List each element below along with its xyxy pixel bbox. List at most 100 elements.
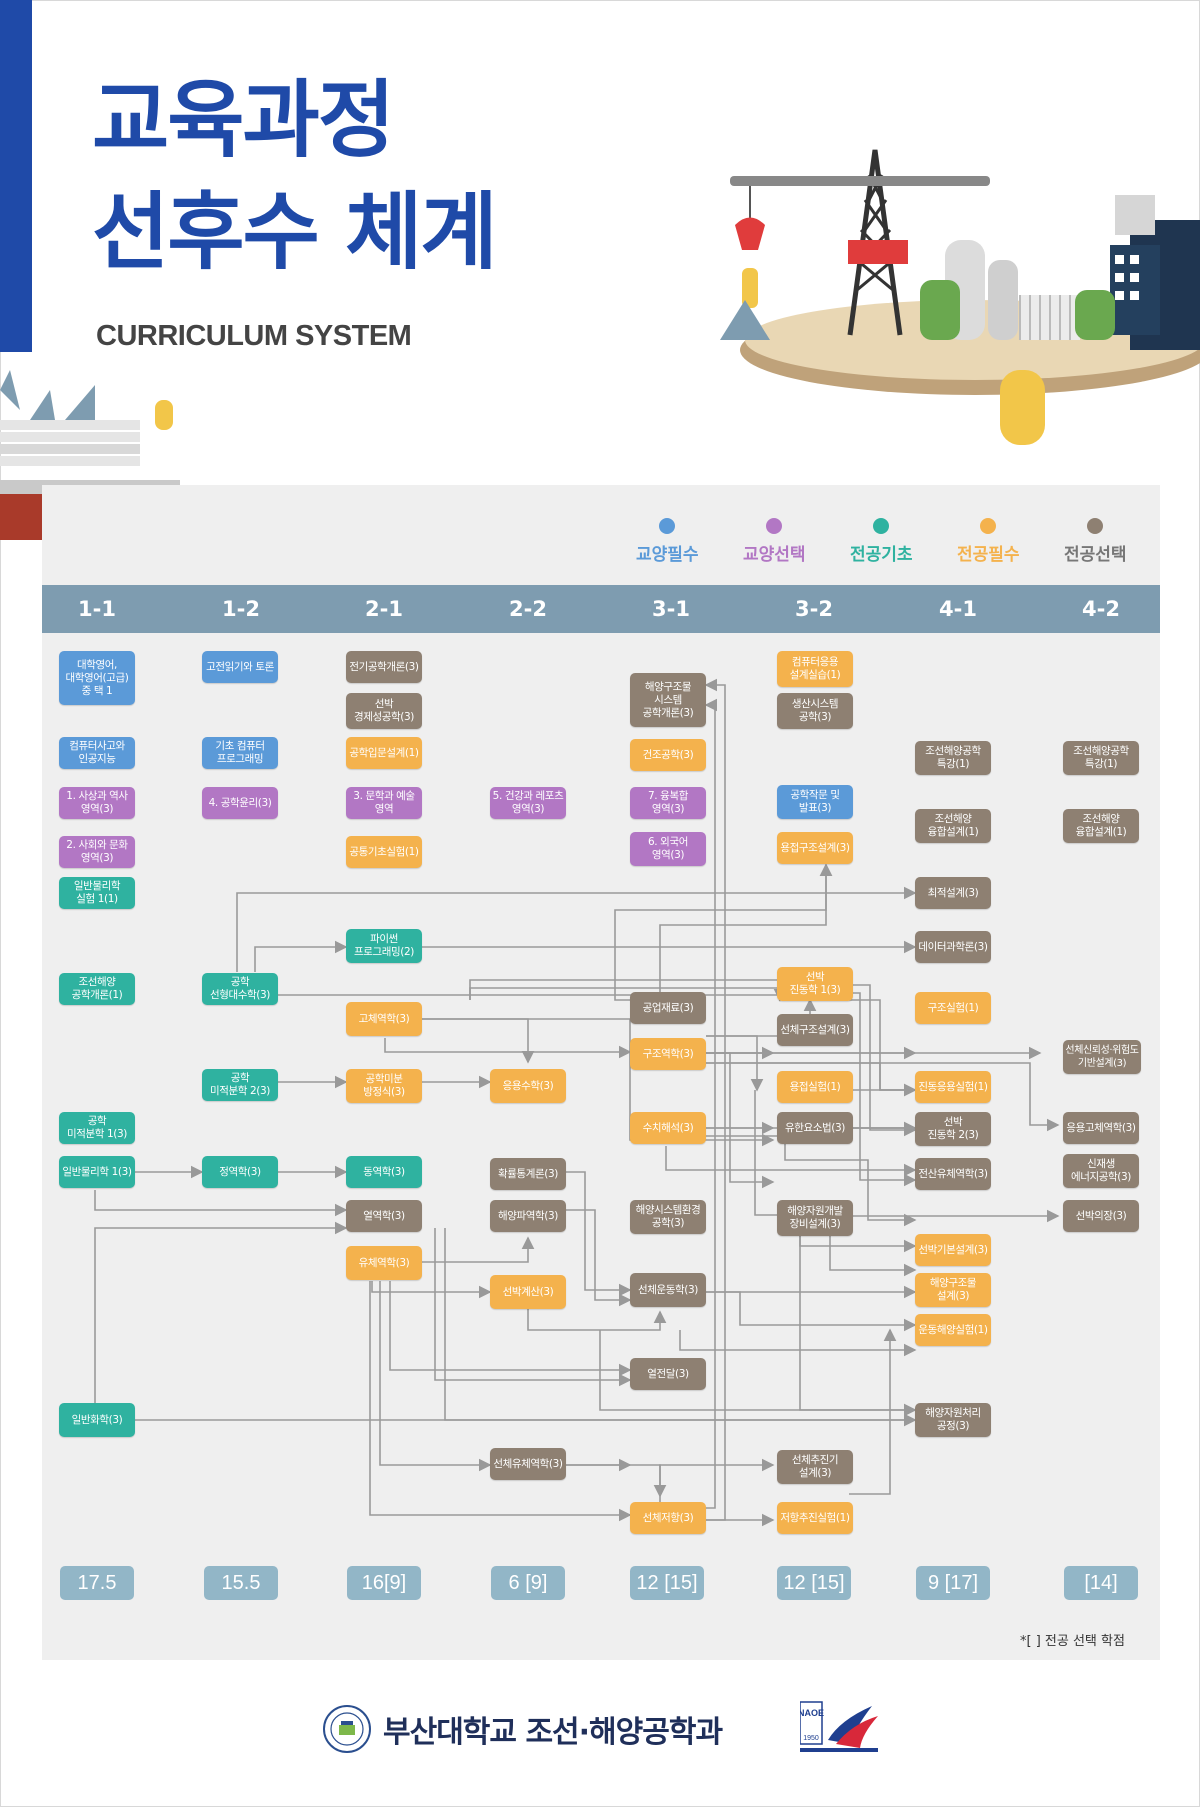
semester-label-1-2: 1-2 — [222, 597, 260, 621]
naoe-logo-icon: NAOE 1950 — [800, 1701, 878, 1752]
course-node: 데이터과학론(3) — [915, 931, 991, 963]
legend-dot-icon — [873, 518, 890, 534]
course-node: 정역학(3) — [202, 1156, 278, 1188]
semester-label-2-2: 2-2 — [509, 597, 547, 621]
legend-label: 전공필수 — [957, 545, 1020, 565]
course-node: 전산유체역학(3) — [915, 1158, 991, 1190]
course-node: 생산시스템 공학(3) — [777, 693, 853, 729]
course-node: 선체구조설계(3) — [777, 1014, 853, 1046]
course-node: 6. 외국어 영역(3) — [630, 832, 706, 866]
course-node: 컴퓨터응용 설계실습(1) — [777, 651, 853, 687]
semester-label-3-2: 3-2 — [795, 597, 833, 621]
course-node: 선박계산(3) — [490, 1275, 566, 1309]
credit-badge: 15.5 — [204, 1566, 278, 1600]
offshore-platform-illustration — [720, 149, 1200, 445]
university-seal-icon — [323, 1705, 371, 1753]
page-subtitle: CURRICULUM SYSTEM — [96, 320, 412, 352]
credit-badge: [14] — [1064, 1566, 1138, 1600]
legend-dot-icon — [980, 518, 997, 534]
legend-item-jeongong-gicho: 전공기초 — [850, 518, 913, 565]
course-node: 해양구조물 설계(3) — [915, 1273, 991, 1307]
course-node: 해양자원개발 장비설계(3) — [777, 1200, 853, 1236]
course-node: 선체운동학(3) — [630, 1273, 706, 1307]
course-node: 진동응용실험(1) — [915, 1071, 991, 1103]
course-node: 공학 미적분학 1(3) — [59, 1112, 135, 1144]
course-node: 선박의장(3) — [1063, 1200, 1139, 1232]
credit-badge: 12 [15] — [630, 1566, 704, 1600]
legend-item-gyoyang-pilsu: 교양필수 — [636, 518, 699, 565]
course-node: 5. 건강과 레포츠 영역(3) — [490, 787, 566, 819]
course-node: 조선해양공학 특강(1) — [1063, 741, 1139, 775]
course-node: 구조역학(3) — [630, 1038, 706, 1070]
naoe-logo-text: NAOE — [800, 1708, 824, 1718]
course-node: 고전읽기와 토론 — [202, 651, 278, 683]
credit-note: *[ ] 전공 선택 학점 — [1020, 1634, 1125, 1649]
semester-label-2-1: 2-1 — [365, 597, 403, 621]
course-node: 공통기초실험(1) — [346, 836, 422, 868]
legend-label: 교양필수 — [636, 545, 699, 565]
course-node: 일반화학(3) — [59, 1403, 135, 1437]
course-node: 조선해양공학 특강(1) — [915, 741, 991, 775]
page-title-line1: 교육과정 — [92, 71, 395, 169]
course-node: 파이썬 프로그래밍(2) — [346, 929, 422, 963]
course-node: 4. 공학윤리(3) — [202, 787, 278, 819]
course-node: 3. 문학과 예술 영역 — [346, 787, 422, 819]
credit-badge: 16[9] — [347, 1566, 421, 1600]
accent-bar — [0, 0, 32, 352]
course-node: 선박 경제성공학(3) — [346, 693, 422, 729]
course-node: 해양자원처리 공정(3) — [915, 1403, 991, 1437]
naoe-logo-year: 1950 — [803, 1735, 819, 1742]
legend-dot-icon — [1087, 518, 1104, 534]
semester-label-1-1: 1-1 — [78, 597, 116, 621]
course-node: 건조공학(3) — [630, 739, 706, 771]
course-node: 유한요소법(3) — [777, 1112, 853, 1144]
course-node: 2. 사회와 문화 영역(3) — [59, 836, 135, 868]
credit-badge: 6 [9] — [491, 1566, 565, 1600]
course-node: 선체유체역학(3) — [490, 1448, 566, 1480]
course-node: 확률통계론(3) — [490, 1158, 566, 1190]
legend-label: 교양선택 — [743, 545, 806, 565]
course-node: 일반물리학 1(3) — [59, 1156, 135, 1188]
legend-item-gyoyang-seontaek: 교양선택 — [743, 518, 806, 565]
course-node: 구조실험(1) — [915, 992, 991, 1024]
course-node: 신재생 에너지공학(3) — [1063, 1154, 1139, 1188]
course-node: 선박 진동학 1(3) — [777, 967, 853, 1001]
semester-label-3-1: 3-1 — [652, 597, 690, 621]
course-node: 선체저항(3) — [630, 1502, 706, 1534]
course-node: 최적설계(3) — [915, 877, 991, 909]
credit-badge: 9 [17] — [916, 1566, 990, 1600]
credit-badge: 17.5 — [60, 1566, 134, 1600]
legend-label: 전공선택 — [1064, 545, 1127, 565]
course-node: 1. 사상과 역사 영역(3) — [59, 787, 135, 819]
course-node: 운동해양실험(1) — [915, 1314, 991, 1346]
course-node: 7. 융복합 영역(3) — [630, 787, 706, 819]
course-node: 선체추진기 설계(3) — [777, 1450, 853, 1484]
course-node: 일반물리학 실험 1(1) — [59, 877, 135, 909]
course-node: 조선해양 공학개론(1) — [59, 973, 135, 1005]
course-node: 고체역학(3) — [346, 1002, 422, 1036]
course-node: 공학입문설계(1) — [346, 737, 422, 769]
semester-header-bar — [42, 585, 1160, 633]
course-node: 저항추진실험(1) — [777, 1502, 853, 1534]
course-node: 조선해양 융합설계(1) — [915, 809, 991, 843]
course-node: 선체신뢰성·위험도 기반설계(3) — [1063, 1040, 1141, 1074]
course-node: 수치해석(3) — [630, 1112, 706, 1144]
footer-university-name: 부산대학교 조선·해양공학과 — [383, 1715, 723, 1750]
semester-label-4-1: 4-1 — [939, 597, 977, 621]
legend-label: 전공기초 — [850, 545, 913, 565]
course-node: 공학 선형대수학(3) — [202, 973, 278, 1005]
course-node: 동역학(3) — [346, 1156, 422, 1188]
course-node: 해양구조물 시스템 공학개론(3) — [630, 673, 706, 727]
course-node: 해양파역학(3) — [490, 1200, 566, 1232]
page-title-line2: 선후수 체계 — [92, 183, 498, 281]
course-node: 기초 컴퓨터 프로그래밍 — [202, 737, 278, 769]
course-node: 선박기본설계(3) — [915, 1234, 991, 1266]
legend-dot-icon — [659, 518, 676, 534]
course-node: 해양시스템환경 공학(3) — [630, 1200, 706, 1234]
course-node: 전기공학개론(3) — [346, 651, 422, 683]
course-node: 조선해양 융합설계(1) — [1063, 809, 1139, 843]
course-node: 응용수학(3) — [490, 1069, 566, 1103]
course-node: 공학 미적분학 2(3) — [202, 1069, 278, 1101]
course-node: 응용고체역학(3) — [1063, 1112, 1139, 1144]
